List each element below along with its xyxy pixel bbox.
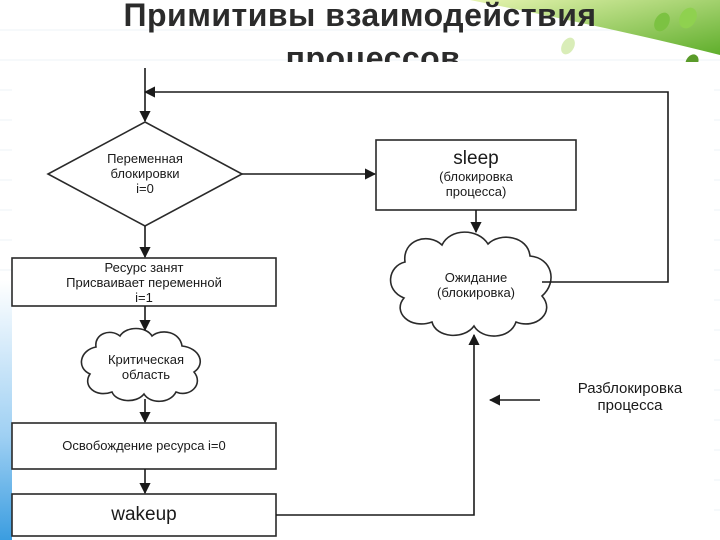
decision-line-2: блокировки [110, 166, 180, 181]
critical-label: Критическая область [86, 352, 206, 382]
unblock-line-1: Разблокировка [577, 380, 683, 397]
loop-arrow [143, 86, 669, 283]
sleep-box [375, 139, 577, 211]
unblock-line-2: процесса [597, 397, 663, 414]
wakeup-to-waiting-arrow [276, 333, 480, 516]
resource-busy-label: Ресурс занят Присваивает переменной i=1 [12, 260, 276, 305]
green-swoosh [470, 0, 720, 55]
decision-line-3: i=0 [136, 181, 154, 196]
busy-line-3: i=1 [135, 290, 153, 305]
release-label: Освобождение ресурса i=0 [62, 438, 226, 453]
waiting-cloud [389, 231, 552, 337]
decision-label: Переменная блокировки i=0 [85, 151, 205, 196]
busy-line-1: Ресурс занят [104, 260, 184, 275]
wakeup-box [11, 493, 277, 537]
unblock-label: Разблокировка процесса [545, 380, 715, 414]
waiting-line-1: Ожидание [444, 270, 508, 285]
wakeup-label: wakeup [111, 504, 177, 525]
waiting-label: Ожидание (блокировка) [412, 270, 540, 300]
sleep-label: sleep (блокировка процесса) [376, 148, 576, 199]
release-resource-box [11, 422, 277, 470]
critical-line-1: Критическая [107, 352, 185, 367]
left-accent-bar [0, 280, 14, 540]
critical-cloud [80, 327, 202, 403]
waiting-line-2: (блокировка) [437, 285, 515, 300]
busy-line-2: Присваивает переменной [66, 275, 222, 290]
critical-line-2: область [121, 367, 171, 382]
sleep-line-2: (блокировка [439, 169, 513, 184]
title-line-1: Примитивы взаимодействия [123, 0, 597, 33]
sleep-title: sleep [453, 148, 499, 169]
resource-busy-box [11, 257, 277, 307]
decision-line-1: Переменная [107, 151, 183, 166]
sleep-line-3: процесса) [445, 184, 507, 199]
